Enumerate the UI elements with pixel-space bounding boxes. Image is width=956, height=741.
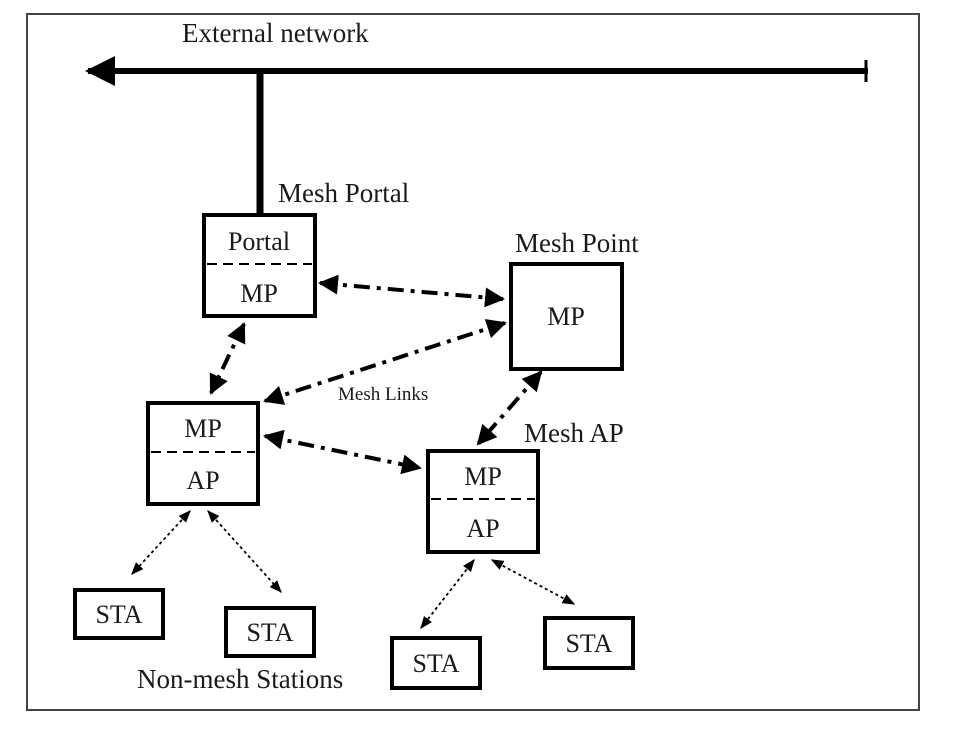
- right-ap-top-label: MP: [464, 462, 502, 491]
- non-mesh-stations-label: Non-mesh Stations: [137, 664, 343, 694]
- station-3: STA: [390, 636, 482, 690]
- outer-frame: [26, 13, 920, 711]
- left-ap-bottom-label: AP: [186, 466, 219, 495]
- mesh-ap-label: Mesh AP: [524, 418, 624, 448]
- link-portal-leftap: [209, 322, 246, 395]
- link-leftap-sta2: [207, 510, 282, 593]
- link-rightap-sta3: [420, 559, 475, 629]
- right-ap-bottom-label: AP: [466, 514, 499, 543]
- station-2: STA: [224, 606, 316, 658]
- link-meshpoint-rightap: [476, 370, 543, 446]
- right-mesh-ap-node: MP AP: [426, 449, 540, 554]
- portal-top-label: Portal: [228, 227, 290, 256]
- left-ap-top-label: MP: [184, 414, 222, 443]
- link-leftap-rightap: [263, 429, 422, 475]
- external-network-label: External network: [182, 18, 369, 48]
- mesh-links: [209, 274, 543, 475]
- left-mesh-ap-node: MP AP: [146, 401, 260, 506]
- station-1: STA: [73, 588, 165, 640]
- link-meshpoint-leftap: [263, 319, 507, 405]
- mesh-point-box-label: MP: [547, 302, 585, 331]
- mesh-point-label: Mesh Point: [515, 228, 639, 258]
- link-rightap-sta4: [490, 559, 576, 605]
- mesh-point-node: MP: [509, 262, 624, 371]
- link-leftap-sta1: [131, 510, 191, 575]
- mesh-links-label: Mesh Links: [338, 384, 428, 405]
- mesh-portal-label: Mesh Portal: [278, 178, 409, 208]
- station-links: [131, 510, 576, 629]
- station-4: STA: [543, 616, 635, 670]
- portal-bottom-label: MP: [240, 279, 278, 308]
- station-3-label: STA: [412, 649, 459, 678]
- station-2-label: STA: [246, 618, 293, 647]
- station-1-label: STA: [95, 600, 142, 629]
- station-4-label: STA: [565, 629, 612, 658]
- link-portal-meshpoint: [318, 274, 505, 308]
- mesh-portal-node: Portal MP: [202, 213, 317, 318]
